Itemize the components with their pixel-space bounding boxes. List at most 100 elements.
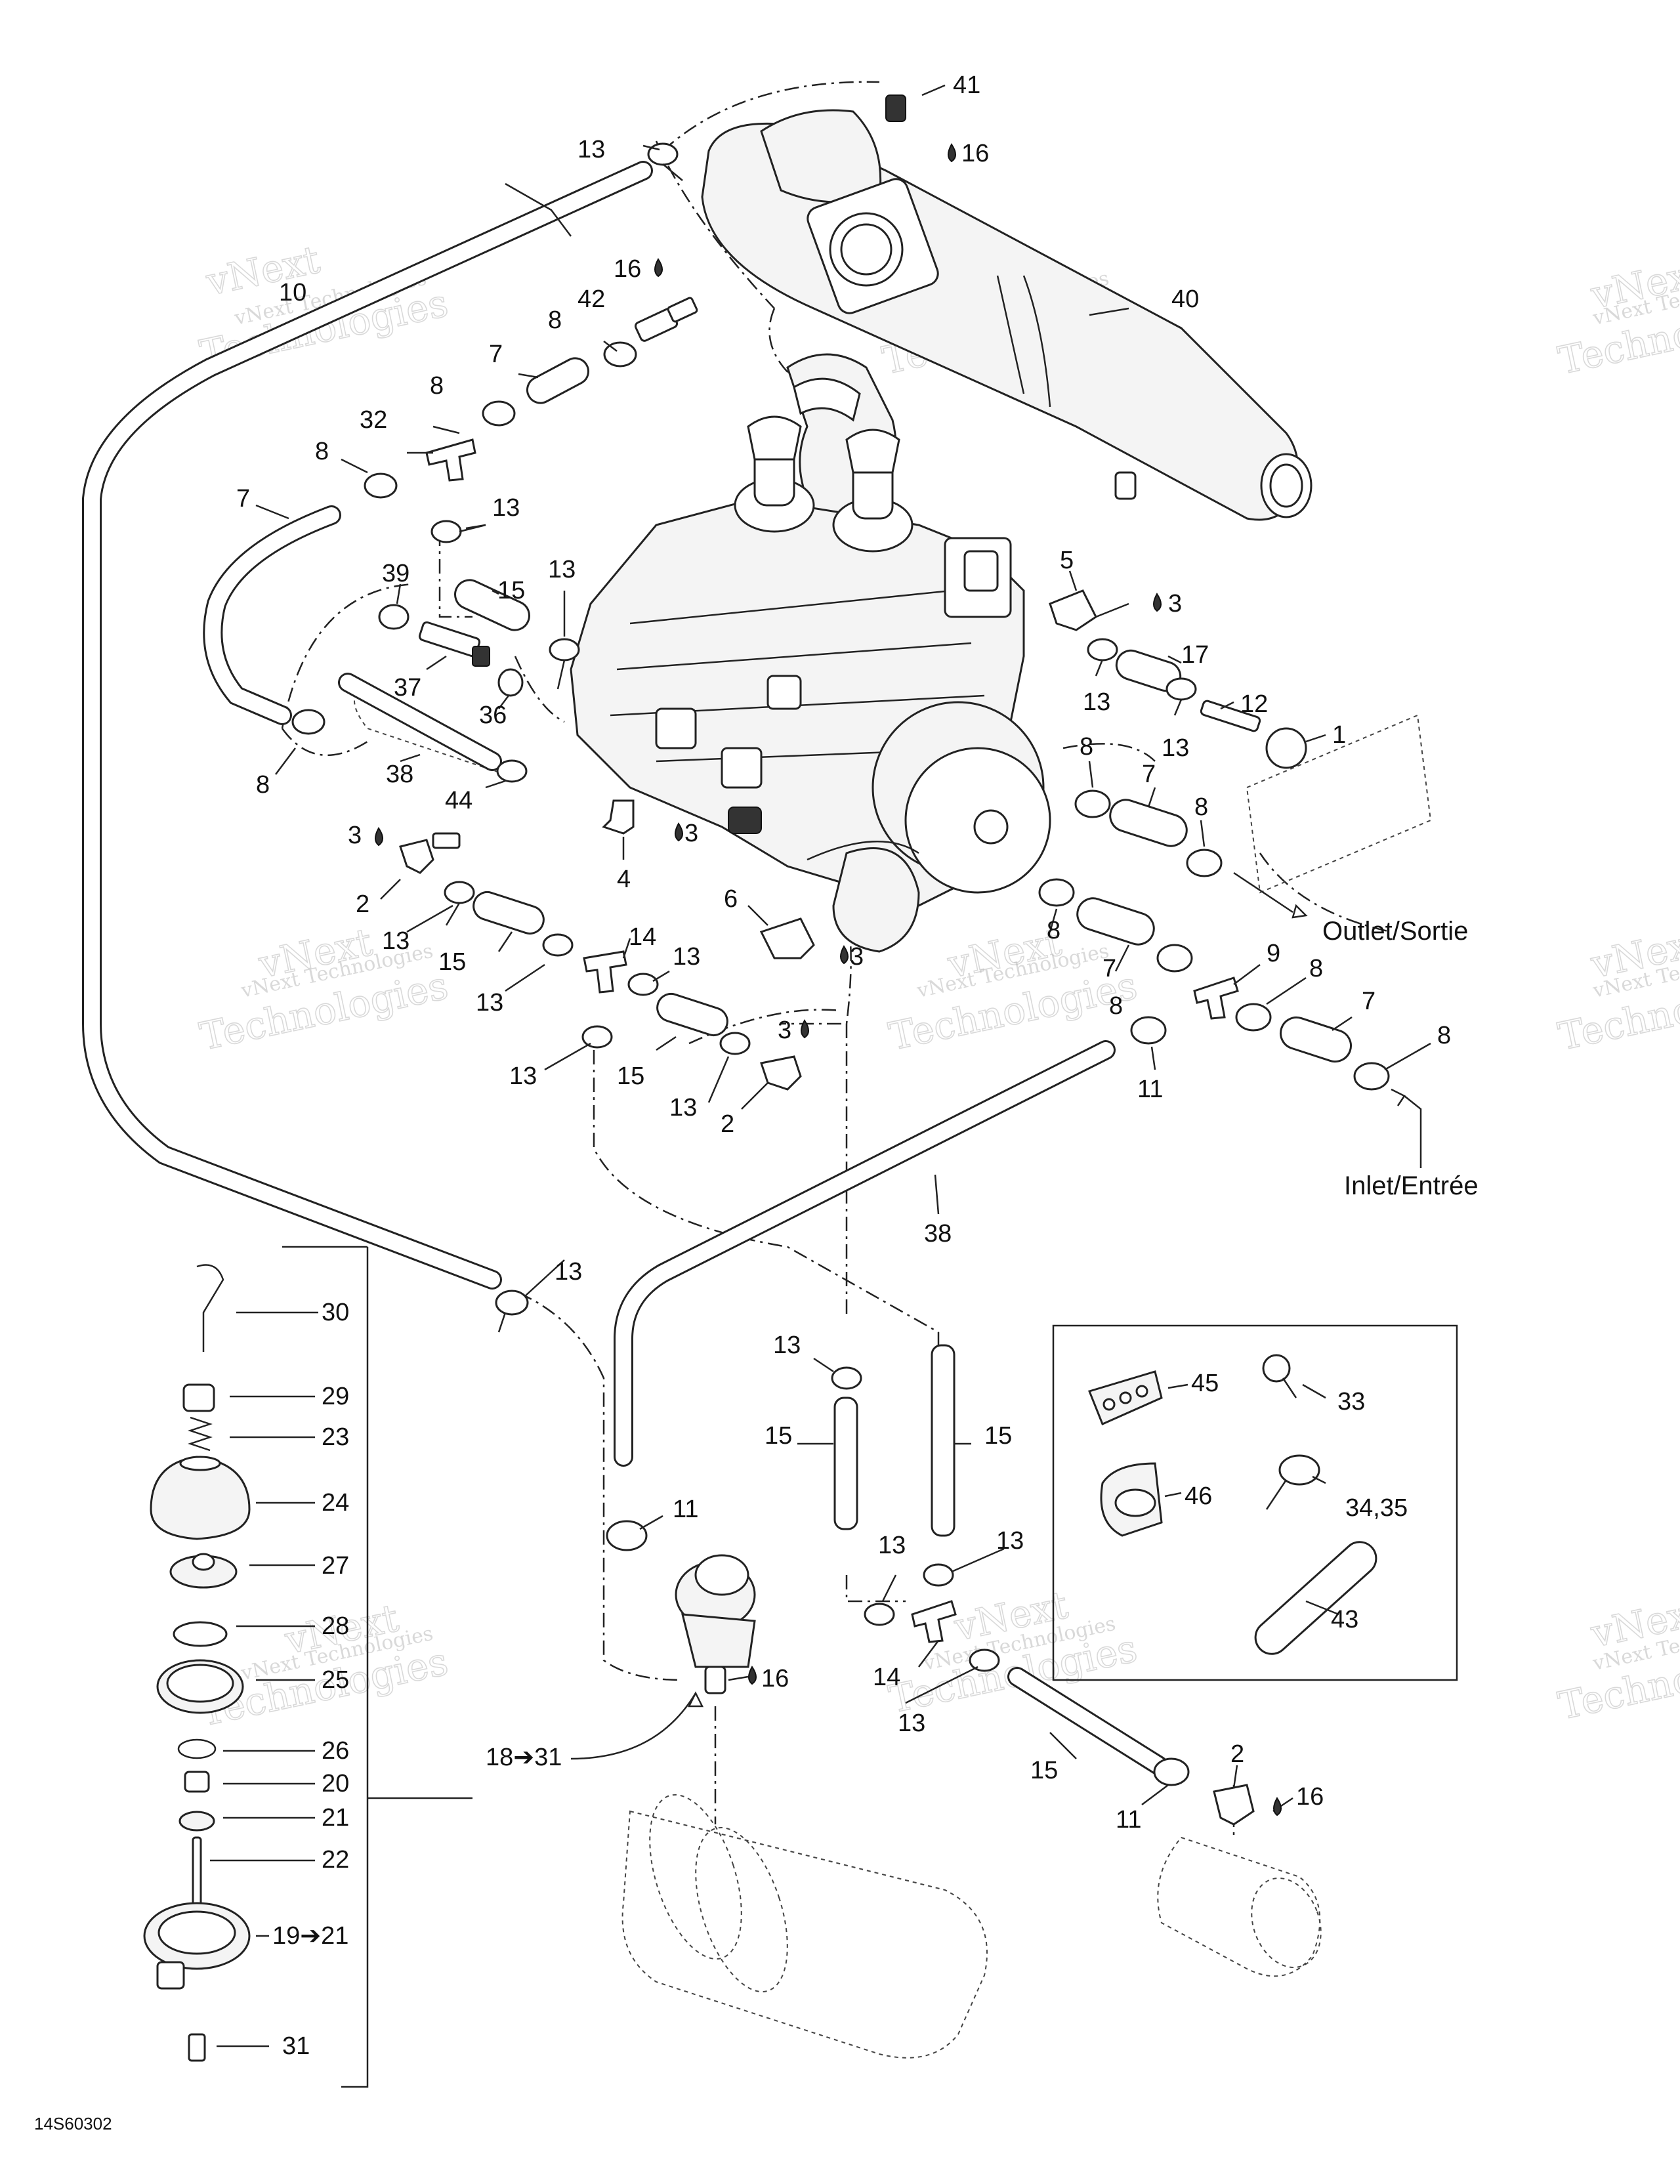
callout-13: 13 — [878, 1532, 906, 1559]
callout-13: 13 — [1083, 688, 1110, 716]
callout-11: 11 — [1137, 1076, 1163, 1103]
callout-10: 10 — [279, 279, 306, 306]
callout-44: 44 — [445, 787, 472, 814]
callout-8: 8 — [256, 771, 270, 799]
droplet-icon — [1153, 593, 1162, 612]
callout-7: 7 — [1362, 988, 1376, 1015]
callout-17: 17 — [1181, 641, 1209, 669]
callout-20: 20 — [322, 1770, 349, 1797]
callout-13: 13 — [382, 927, 410, 955]
callout-38: 38 — [924, 1220, 952, 1248]
callout-33: 33 — [1337, 1388, 1365, 1416]
outlet-note: Outlet/Sortie — [1322, 917, 1468, 946]
callout-23: 23 — [322, 1423, 349, 1451]
callout-37: 37 — [394, 674, 421, 702]
callout-5: 5 — [1060, 547, 1074, 574]
inlet-note: Inlet/Entrée — [1344, 1171, 1479, 1200]
callout-38: 38 — [386, 761, 413, 788]
callout-24: 24 — [322, 1489, 349, 1517]
callout-8: 8 — [1047, 917, 1060, 944]
callout-13: 13 — [509, 1062, 537, 1090]
callout-13: 13 — [996, 1527, 1024, 1555]
callout-11: 11 — [673, 1496, 698, 1523]
fittings-and-clamps — [291, 142, 1432, 2059]
callout-14: 14 — [873, 1664, 900, 1691]
callout-21: 21 — [322, 1804, 349, 1832]
droplet-icon — [375, 827, 383, 847]
callout-41: 41 — [953, 72, 980, 99]
callout-8: 8 — [548, 306, 562, 334]
callout-28: 28 — [322, 1612, 349, 1640]
callout-3: 3 — [348, 822, 362, 849]
callout-2: 2 — [721, 1110, 734, 1138]
hardware-box — [1052, 1324, 1458, 1681]
callout-36: 36 — [479, 702, 507, 729]
callout-8: 8 — [1309, 955, 1323, 982]
callout-15: 15 — [984, 1422, 1012, 1450]
callout-13: 13 — [548, 556, 576, 583]
callout-3: 3 — [850, 943, 864, 971]
callout-13: 13 — [555, 1258, 582, 1286]
callout-45: 45 — [1191, 1370, 1219, 1397]
lubricant-icons — [375, 143, 1282, 1816]
callout-8: 8 — [1437, 1022, 1451, 1049]
callout-3: 3 — [778, 1017, 791, 1044]
callout-16: 16 — [761, 1665, 789, 1692]
droplet-icon — [840, 945, 849, 965]
callout-8: 8 — [430, 372, 444, 400]
callout-2: 2 — [1230, 1740, 1244, 1768]
leader-lines — [210, 84, 1431, 2048]
callout-42: 42 — [578, 285, 605, 313]
callout-15: 15 — [617, 1062, 644, 1090]
callout-26: 26 — [322, 1737, 349, 1765]
callout-15: 15 — [765, 1422, 792, 1450]
callout-13: 13 — [669, 1094, 697, 1122]
callout-31: 31 — [282, 2032, 310, 2060]
callout-34-35: 34,35 — [1345, 1494, 1408, 1522]
callout-13: 13 — [673, 943, 700, 971]
callout-labels: 41 16 13 10 16 42 40 8 7 8 32 8 7 13 5 3… — [34, 72, 1479, 2133]
callout-13: 13 — [898, 1710, 925, 1737]
valve-exploded-panel — [143, 1246, 472, 2088]
long-hoses — [82, 161, 1168, 1775]
callout-14: 14 — [629, 923, 656, 951]
callout-8: 8 — [1109, 992, 1123, 1020]
callout-16: 16 — [1296, 1783, 1324, 1811]
callout-2: 2 — [356, 891, 369, 918]
callout-6: 6 — [724, 885, 738, 913]
droplet-icon — [654, 258, 663, 278]
callout-22: 22 — [322, 1846, 349, 1874]
callout-9: 9 — [1267, 940, 1280, 967]
callout-12: 12 — [1240, 690, 1268, 718]
callout-29: 29 — [322, 1383, 349, 1410]
callout-8: 8 — [1080, 733, 1093, 761]
callout-13: 13 — [1162, 734, 1189, 762]
callout-46: 46 — [1185, 1482, 1212, 1510]
callout-7: 7 — [489, 341, 503, 368]
callout-3: 3 — [684, 820, 698, 847]
callout-40: 40 — [1171, 285, 1199, 313]
engine-block — [570, 415, 1051, 953]
droplet-icon — [675, 822, 683, 842]
callout-39: 39 — [382, 560, 410, 587]
droplet-icon — [801, 1019, 809, 1039]
droplet-icon — [948, 143, 956, 163]
callout-18-31: 18➔31 — [486, 1744, 562, 1771]
callout-7: 7 — [1142, 761, 1156, 788]
callout-1: 1 — [1332, 721, 1346, 749]
callout-8: 8 — [1194, 793, 1208, 821]
callout-27: 27 — [322, 1552, 349, 1580]
callout-13: 13 — [476, 989, 503, 1017]
callout-32: 32 — [360, 406, 387, 434]
callout-25: 25 — [322, 1666, 349, 1694]
callout-8: 8 — [315, 438, 329, 465]
callout-30: 30 — [322, 1299, 349, 1326]
callout-16: 16 — [614, 255, 641, 283]
droplet-icon — [1273, 1797, 1282, 1816]
callout-13: 13 — [773, 1332, 801, 1359]
callout-4: 4 — [617, 866, 631, 893]
callout-11: 11 — [1116, 1806, 1141, 1834]
callout-7: 7 — [236, 485, 250, 513]
callout-43: 43 — [1331, 1606, 1358, 1633]
